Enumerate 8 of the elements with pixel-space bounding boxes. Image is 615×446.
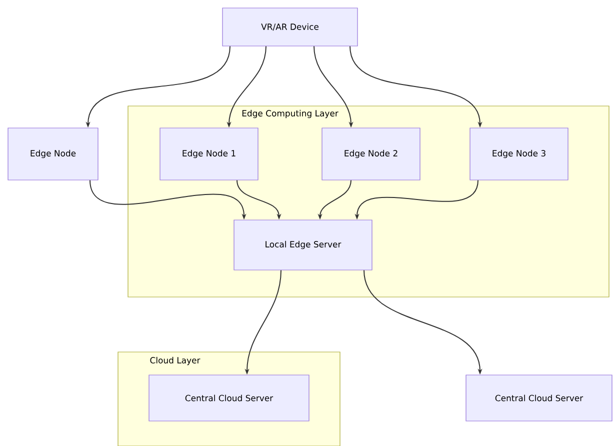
process-box: Central Cloud Server bbox=[148, 374, 310, 422]
process-box: Edge Node 2 bbox=[322, 128, 420, 180]
process-box: Edge Node 1 bbox=[160, 128, 258, 180]
process-box: Central Cloud Server bbox=[466, 374, 612, 422]
process-box: Edge Node 3 bbox=[470, 128, 568, 180]
process-box: Local Edge Server bbox=[234, 220, 372, 270]
process-box: Edge Node bbox=[8, 128, 98, 180]
process-box: VR/AR Device bbox=[222, 8, 358, 46]
